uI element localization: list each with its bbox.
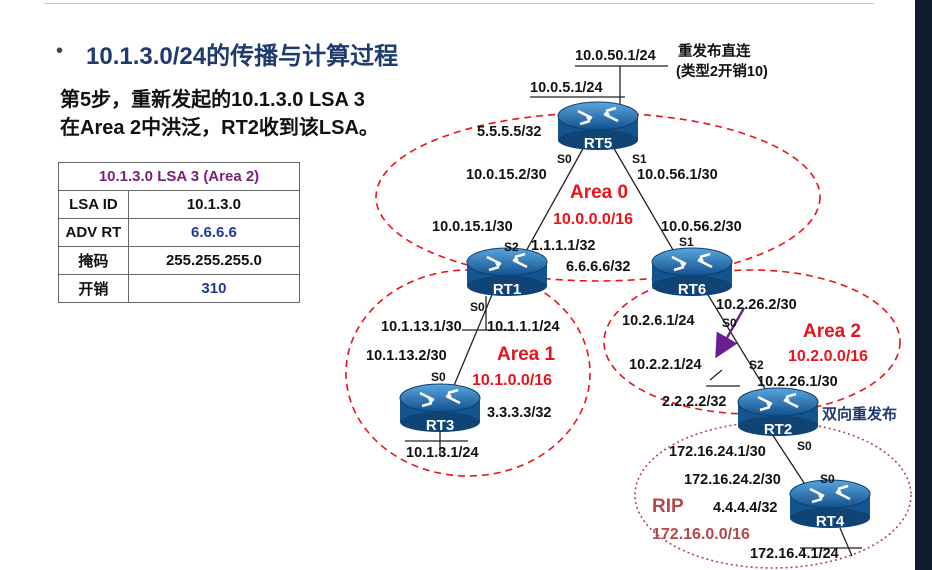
table-row: ADV RT 6.6.6.6 <box>58 218 301 247</box>
if-rt1-s0: S0 <box>470 300 485 314</box>
side-bar <box>915 0 932 570</box>
lsa-flood-arrow <box>715 307 746 359</box>
area1-net: 10.1.0.0/16 <box>472 372 552 389</box>
router-label: RT3 <box>426 417 454 434</box>
lsa-value-lsa-id: 10.1.3.0 <box>127 190 301 219</box>
router-label: RT4 <box>816 513 845 530</box>
addr-10-1-13-2: 10.1.13.2/30 <box>366 348 447 364</box>
area0-name: Area 0 <box>570 182 628 203</box>
router-rt4[interactable]: RT4 <box>788 478 872 530</box>
lsa-table-header-row: 10.1.3.0 LSA 3 (Area 2) <box>58 162 300 191</box>
redistribute-label-1: 重发布直连 <box>678 42 751 60</box>
addr-10-0-15-1: 10.0.15.1/30 <box>432 219 513 235</box>
lsa-key-cost: 开销 <box>58 274 129 303</box>
area2-name: Area 2 <box>803 321 861 342</box>
router-rt6[interactable]: RT6 <box>650 246 734 298</box>
link-rt1-rt3 <box>449 289 495 396</box>
router-rt3[interactable]: RT3 <box>398 382 482 434</box>
if-rt5-s0: S0 <box>557 152 572 166</box>
addr-rt5-loopback: 5.5.5.5/32 <box>477 124 542 140</box>
page-title: 10.1.3.0/24的传播与计算过程 <box>86 43 399 70</box>
link-rt2-rt4 <box>771 433 811 493</box>
lan-172-16-4 <box>839 527 853 557</box>
redistribute-label-2: (类型2开销10) <box>676 62 768 80</box>
addr-rt5-lan: 10.0.5.1/24 <box>530 80 603 96</box>
addr-10-2-6-1: 10.2.6.1/24 <box>622 313 695 329</box>
router-label: RT2 <box>764 421 792 438</box>
if-rt3-s0: S0 <box>431 370 446 384</box>
lsa-value-cost: 310 <box>127 274 301 303</box>
addr-10-1-1-1: 10.1.1.1/24 <box>487 319 560 335</box>
addr-rt3-loopback: 3.3.3.3/32 <box>487 405 552 421</box>
addr-10-2-26-1: 10.2.26.1/30 <box>757 374 838 390</box>
area2-net: 10.2.0.0/16 <box>788 348 868 365</box>
top-divider <box>44 3 874 4</box>
addr-rt5-top: 10.0.50.1/24 <box>575 48 656 64</box>
description: 第5步，重新发起的10.1.3.0 LSA 3 在Area 2中洪泛，RT2收到… <box>60 86 379 142</box>
if-rt5-s1: S1 <box>632 152 647 166</box>
addr-10-0-15-2: 10.0.15.2/30 <box>466 167 547 183</box>
if-rt6-s0: S0 <box>722 316 737 330</box>
link-rt6-rt2 <box>704 289 773 401</box>
addr-172-16-24-1: 172.16.24.1/30 <box>669 444 766 460</box>
addr-10-1-13-1: 10.1.13.1/30 <box>381 319 462 335</box>
addr-rt4-lan: 172.16.4.1/24 <box>750 546 839 562</box>
link-rt5-rt6 <box>611 144 681 263</box>
addr-172-16-24-2: 172.16.24.2/30 <box>684 472 781 488</box>
area1-name: Area 1 <box>497 344 556 365</box>
addr-10-2-2-1: 10.2.2.1/24 <box>629 357 702 373</box>
table-row: 开销 310 <box>58 274 301 303</box>
rip-net: 172.16.0.0/16 <box>652 526 750 543</box>
addr-rt3-lan: 10.1.3.1/24 <box>406 445 479 461</box>
bidirectional-redistribution-note: 双向重发布 <box>822 405 897 423</box>
lsa-key-adv-rt: ADV RT <box>58 218 129 247</box>
addr-rt1-loopback: 1.1.1.1/32 <box>531 238 596 254</box>
router-label: RT6 <box>678 281 706 298</box>
if-rt4-s0: S0 <box>820 472 835 486</box>
router-label: RT1 <box>493 281 521 298</box>
title-bullet: • <box>56 40 64 62</box>
lsa-value-mask: 255.255.255.0 <box>127 246 301 275</box>
router-label: RT5 <box>584 135 612 152</box>
addr-10-0-56-1: 10.0.56.1/30 <box>637 167 718 183</box>
lsa-table-header: 10.1.3.0 LSA 3 (Area 2) <box>58 162 300 191</box>
addr-rt2-loopback: 2.2.2.2/32 <box>662 394 727 410</box>
if-rt1-s2: S2 <box>504 240 519 254</box>
area0-net: 10.0.0.0/16 <box>553 211 633 228</box>
rip-boundary <box>634 421 912 569</box>
addr-rt6-loopback: 6.6.6.6/32 <box>566 259 631 275</box>
if-rt2-s2: S2 <box>749 358 764 372</box>
description-line-2: 在Area 2中洪泛，RT2收到该LSA。 <box>60 117 379 139</box>
addr-10-0-56-2: 10.0.56.2/30 <box>661 219 742 235</box>
router-rt5[interactable]: RT5 <box>556 100 640 152</box>
router-rt2[interactable]: RT2 <box>736 386 820 438</box>
router-rt1[interactable]: RT1 <box>465 246 549 298</box>
lsa-table: 10.1.3.0 LSA 3 (Area 2) LSA ID 10.1.3.0 … <box>58 162 301 303</box>
area2-boundary <box>603 269 901 415</box>
addr-10-2-26-2: 10.2.26.2/30 <box>716 297 797 313</box>
if-rt2-s0: S0 <box>797 439 812 453</box>
description-line-1: 第5步，重新发起的10.1.3.0 LSA 3 <box>60 89 365 111</box>
lsa-value-adv-rt: 6.6.6.6 <box>127 218 301 247</box>
if-rt6-s1: S1 <box>679 235 694 249</box>
rip-name: RIP <box>652 496 684 517</box>
addr-rt4-loopback: 4.4.4.4/32 <box>713 500 778 516</box>
link-rt5-rt1 <box>519 144 586 263</box>
